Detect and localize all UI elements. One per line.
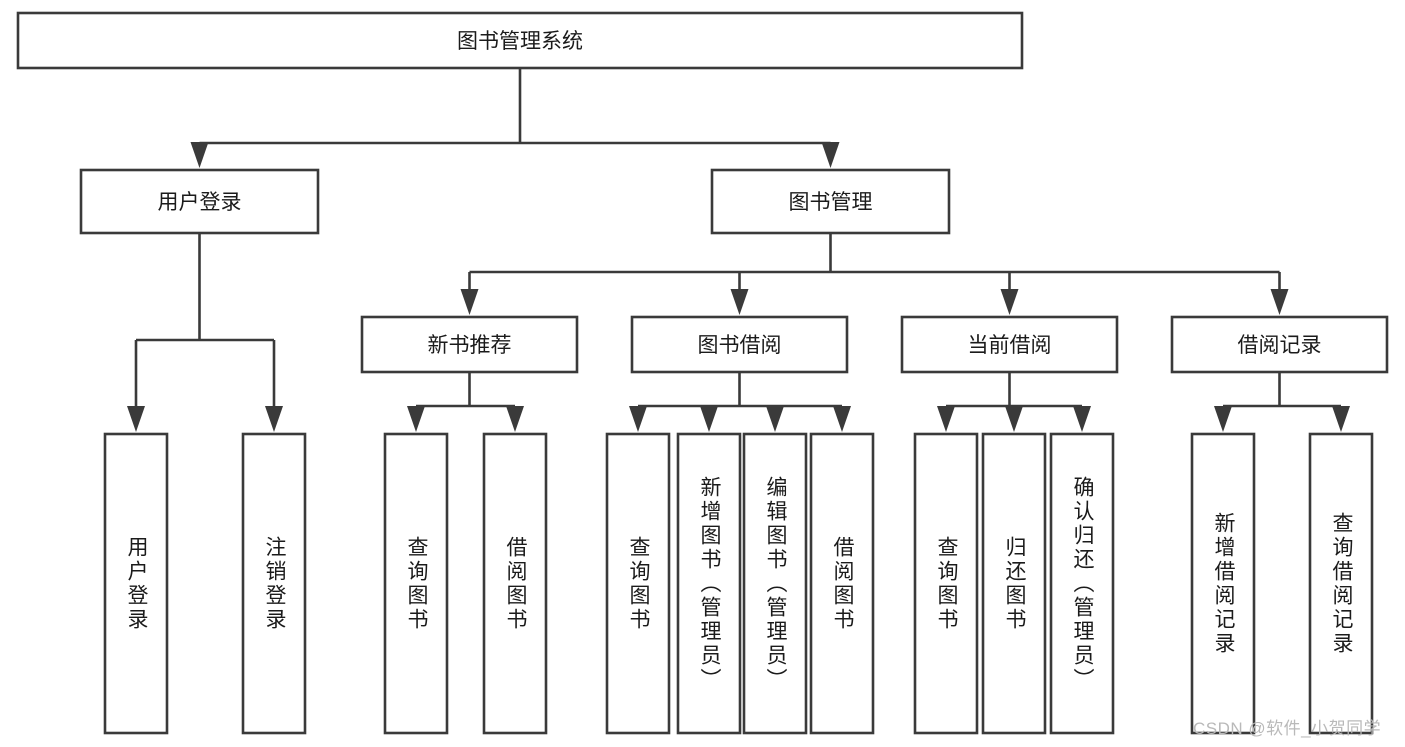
- node-label-leaf-confirm-return-admin: 确认归还（管理员）: [1071, 475, 1095, 692]
- arrow-head-borrow-record-to-leaf-add-borrow-record: [1214, 406, 1232, 432]
- arrow-head-book-borrow-to-leaf-query-book-borrow: [629, 406, 647, 432]
- node-box-leaf-return-book[interactable]: [981, 432, 1047, 735]
- node-label-leaf-edit-book-admin: 编辑图书（管理员）: [764, 475, 788, 692]
- node-label-new-book-recommend: 新书推荐: [428, 334, 512, 357]
- arrow-head-book-borrow-to-leaf-add-book-admin: [700, 406, 718, 432]
- node-box-borrow-record[interactable]: [1170, 315, 1389, 374]
- node-label-root: 图书管理系统: [457, 30, 583, 53]
- node-label-leaf-logout-login: 注销登录: [263, 535, 287, 632]
- node-box-leaf-query-borrow-record[interactable]: [1308, 432, 1374, 735]
- arrow-head-book-borrow-to-leaf-borrow-book: [833, 406, 851, 432]
- node-label-leaf-borrow-book: 借阅图书: [831, 535, 855, 632]
- arrow-head-ul-to-leaf-logout-login: [265, 406, 283, 432]
- node-box-leaf-borrow-book[interactable]: [809, 432, 875, 735]
- node-label-user-login: 用户登录: [158, 191, 242, 214]
- node-box-leaf-query-book-current[interactable]: [913, 432, 979, 735]
- node-label-leaf-add-borrow-record: 新增借阅记录: [1212, 511, 1236, 656]
- node-box-new-book-recommend[interactable]: [360, 315, 579, 374]
- node-label-borrow-record: 借阅记录: [1238, 334, 1322, 357]
- node-label-leaf-query-borrow-record: 查询借阅记录: [1330, 511, 1354, 656]
- arrow-head-new-book-recommend-to-leaf-borrow-book-recommend: [506, 406, 524, 432]
- arrow-head-book-borrow-to-leaf-edit-book-admin: [766, 406, 784, 432]
- node-label-leaf-add-book-admin: 新增图书（管理员）: [698, 475, 722, 692]
- node-box-leaf-user-login[interactable]: [103, 432, 169, 735]
- node-label-leaf-user-login: 用户登录: [125, 535, 149, 632]
- arrow-head-current-borrow-to-leaf-confirm-return-admin: [1073, 406, 1091, 432]
- node-label-leaf-query-book-current: 查询图书: [935, 535, 959, 632]
- arrow-head-root-to-user-login: [190, 142, 209, 168]
- arrow-head-bm-to-new-book-recommend: [460, 289, 479, 315]
- node-box-leaf-query-book-recommend[interactable]: [383, 432, 449, 735]
- node-label-leaf-return-book: 归还图书: [1003, 535, 1027, 632]
- node-label-current-borrow: 当前借阅: [968, 334, 1052, 357]
- node-label-leaf-borrow-book-recommend: 借阅图书: [504, 535, 528, 632]
- node-box-user-login[interactable]: [79, 168, 320, 235]
- boxes-layer: [16, 11, 1389, 735]
- arrow-head-bm-to-borrow-record: [1270, 289, 1289, 315]
- node-box-book-borrow[interactable]: [630, 315, 849, 374]
- node-box-leaf-add-book-admin[interactable]: [676, 432, 742, 735]
- node-label-leaf-query-book-recommend: 查询图书: [405, 535, 429, 632]
- arrow-head-bm-to-current-borrow: [1000, 289, 1019, 315]
- csdn-watermark: CSDN @软件_小贺同学: [1193, 719, 1382, 738]
- node-box-root[interactable]: [16, 11, 1024, 70]
- node-box-leaf-query-book-borrow[interactable]: [605, 432, 671, 735]
- node-box-leaf-logout-login[interactable]: [241, 432, 307, 735]
- arrow-head-bm-to-book-borrow: [730, 289, 749, 315]
- arrow-head-borrow-record-to-leaf-query-borrow-record: [1332, 406, 1350, 432]
- node-box-leaf-borrow-book-recommend[interactable]: [482, 432, 548, 735]
- arrow-head-current-borrow-to-leaf-return-book: [1005, 406, 1023, 432]
- node-box-leaf-add-borrow-record[interactable]: [1190, 432, 1256, 735]
- node-box-leaf-confirm-return-admin[interactable]: [1049, 432, 1115, 735]
- arrow-head-current-borrow-to-leaf-query-book-current: [937, 406, 955, 432]
- connectors-layer: [127, 68, 1350, 432]
- node-label-book-manage: 图书管理: [789, 191, 873, 214]
- node-label-book-borrow: 图书借阅: [698, 334, 782, 357]
- node-box-leaf-edit-book-admin[interactable]: [742, 432, 808, 735]
- arrow-head-new-book-recommend-to-leaf-query-book-recommend: [407, 406, 425, 432]
- node-box-current-borrow[interactable]: [900, 315, 1119, 374]
- arrow-head-ul-to-leaf-user-login: [127, 406, 145, 432]
- node-label-leaf-query-book-borrow: 查询图书: [627, 535, 651, 632]
- node-box-book-manage[interactable]: [710, 168, 951, 235]
- arrow-head-root-to-book-manage: [821, 142, 840, 168]
